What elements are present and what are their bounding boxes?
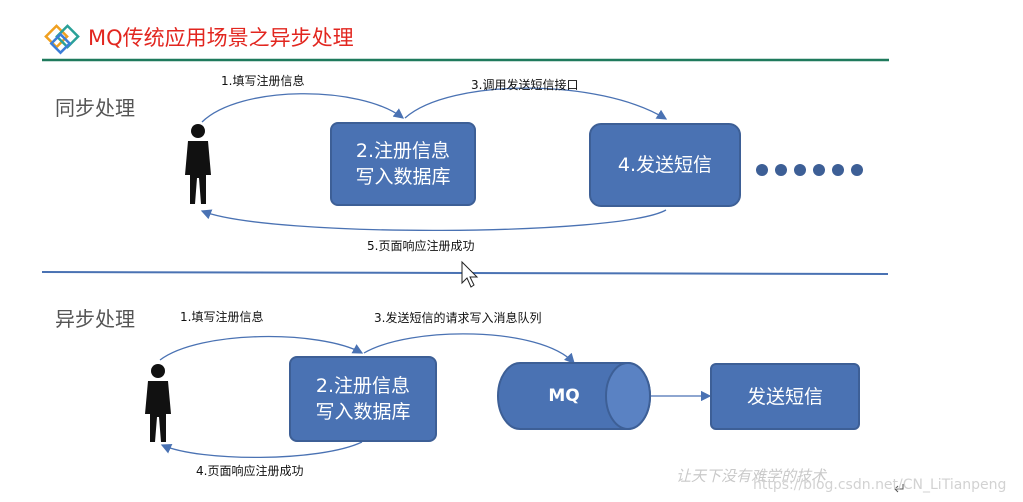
diamond-logo-icon — [44, 24, 80, 55]
sync-section-label: 同步处理 — [55, 96, 135, 120]
async-arrow-step1 — [159, 335, 364, 361]
watermark-url: https://blog.csdn.net/CN_LiTianpeng — [753, 477, 1007, 493]
sync-register-db-box: 2.注册信息 写入数据库 — [330, 122, 476, 206]
mq-label: MQ — [548, 386, 580, 406]
async-arrow-step3 — [363, 333, 575, 364]
page-title: MQ传统应用场景之异步处理 — [88, 26, 354, 50]
async-section-label: 异步处理 — [55, 307, 135, 331]
sync-arrow-step3 — [404, 87, 668, 120]
watermark-text: 让天下没有难学的技术 — [676, 467, 827, 485]
return-mark-icon — [894, 484, 904, 493]
person-icon — [145, 364, 171, 442]
sync-step1-label: 1.填写注册信息 — [221, 74, 305, 88]
sync-step5-label: 5.页面响应注册成功 — [367, 239, 475, 253]
cursor-icon — [461, 260, 479, 288]
ellipsis-dots — [756, 164, 863, 176]
async-send-sms-box: 发送短信 — [710, 363, 860, 430]
sync-step3-label: 3.调用发送短信接口 — [471, 78, 579, 92]
mq-cylinder — [497, 362, 651, 430]
async-arrow-step4 — [160, 441, 363, 459]
person-icon — [185, 124, 211, 204]
async-register-db-box: 2.注册信息 写入数据库 — [289, 356, 437, 442]
async-step3-label: 3.发送短信的请求写入消息队列 — [374, 311, 542, 325]
async-step4-label: 4.页面响应注册成功 — [196, 464, 304, 478]
sync-send-sms-box: 4.发送短信 — [589, 123, 741, 207]
sync-arrow-step1 — [201, 93, 405, 123]
async-step1-label: 1.填写注册信息 — [180, 310, 264, 324]
sync-arrow-step5 — [200, 209, 667, 232]
